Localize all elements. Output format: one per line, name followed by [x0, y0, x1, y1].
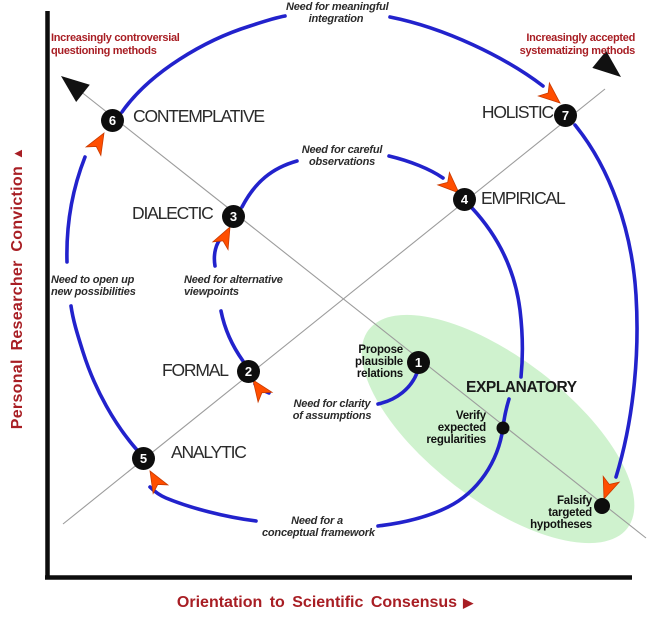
stage-label-holistic: HOLISTIC: [481, 102, 554, 122]
stage-node-7-number: 7: [561, 108, 570, 123]
spiral-segment-4c: [148, 485, 258, 523]
stage-node-3: 3: [222, 205, 245, 228]
spiral-segment-3a: [240, 159, 299, 209]
spiral-segment-4a: [470, 206, 525, 379]
systematizing-bold-word: systematizing: [519, 44, 589, 57]
stage-node-1-number: 1: [414, 355, 423, 370]
need-integration: Need for meaningful integration: [286, 1, 389, 25]
spiral-arrow-icon: [252, 379, 274, 404]
falsify-point: [594, 498, 610, 514]
verify-point: [496, 421, 510, 435]
stage-node-5-number: 5: [139, 451, 148, 466]
stage-node-2: 2: [237, 360, 260, 383]
stage-label-analytic: ANALYTIC: [171, 442, 247, 462]
systematizing-corner-note: Increasingly accepted systematizing meth…: [519, 32, 636, 57]
stage-node-3-number: 3: [229, 209, 238, 224]
need-possibilities: Need to open up new possibilities: [51, 274, 136, 298]
need-framework: Need for a conceptual framework: [262, 515, 375, 539]
stage-label-dialectic: DIALECTIC: [132, 203, 214, 223]
stage-node-4: 4: [453, 188, 476, 211]
stage-label-contemplative: CONTEMPLATIVE: [133, 106, 265, 126]
spiral-segment-5a: [69, 304, 139, 452]
stage-node-7: 7: [554, 104, 577, 127]
x-axis-arrow-icon: ▶: [463, 595, 474, 610]
stage-node-6-number: 6: [108, 113, 117, 128]
spiral-arrow-icon: [84, 132, 105, 157]
propose-annotation: Propose plausible relations: [354, 344, 403, 380]
x-axis-title: Orientation to Scientific Consensus▶: [176, 594, 474, 611]
falsify-annotation: Falsify targeted hypotheses: [530, 495, 592, 531]
spiral-arrows: [84, 81, 621, 501]
stage-node-6: 6: [101, 109, 124, 132]
spiral-segment-6b: [388, 15, 545, 88]
spiral-arrow-icon: [436, 171, 460, 194]
y-axis-title: Personal Researcher Conviction▲: [9, 146, 26, 430]
y-axis-arrow-icon: ▲: [10, 146, 25, 160]
spiral-segment-3b: [387, 154, 445, 180]
spiral-segment-7: [573, 123, 639, 479]
spiral-arrow-icon: [537, 81, 561, 104]
spiral-arrow-icon: [211, 226, 231, 251]
systematizing-direction-arrow-icon: [592, 50, 621, 77]
explanatory-label: EXPLANATORY: [466, 379, 577, 396]
need-clarity: Need for clarity of assumptions: [292, 398, 372, 422]
stage-label-empirical: EMPIRICAL: [481, 188, 566, 208]
spiral-segment-4b: [376, 397, 511, 528]
questioning-direction-arrow-icon: [61, 76, 90, 102]
stage-node-5: 5: [132, 447, 155, 470]
questioning-guide-line: [69, 82, 647, 539]
spiral-segment-5b: [65, 155, 87, 264]
systematizing-guide-line: [62, 88, 606, 525]
spiral-arrow-icon: [149, 470, 170, 495]
verify-annotation: Verify expected regularities: [426, 410, 486, 446]
stage-node-4-number: 4: [460, 192, 469, 207]
stage-node-1: 1: [407, 351, 430, 374]
need-observations: Need for careful observations: [301, 144, 383, 168]
questioning-corner-note: Increasingly controversial questioning m…: [51, 32, 180, 57]
stage-node-2-number: 2: [244, 364, 253, 379]
spiral-segment-2a: [219, 309, 245, 363]
questioning-bold-word: questioning: [51, 44, 111, 57]
stage-label-formal: FORMAL: [162, 360, 229, 380]
need-viewpoints: Need for alternative viewpoints: [184, 274, 283, 298]
spiral-segment-6a: [120, 14, 287, 114]
spiral-arrow-icon: [602, 475, 621, 501]
spiral-segment-1a: [376, 371, 419, 406]
spiral-curve: [65, 14, 639, 528]
